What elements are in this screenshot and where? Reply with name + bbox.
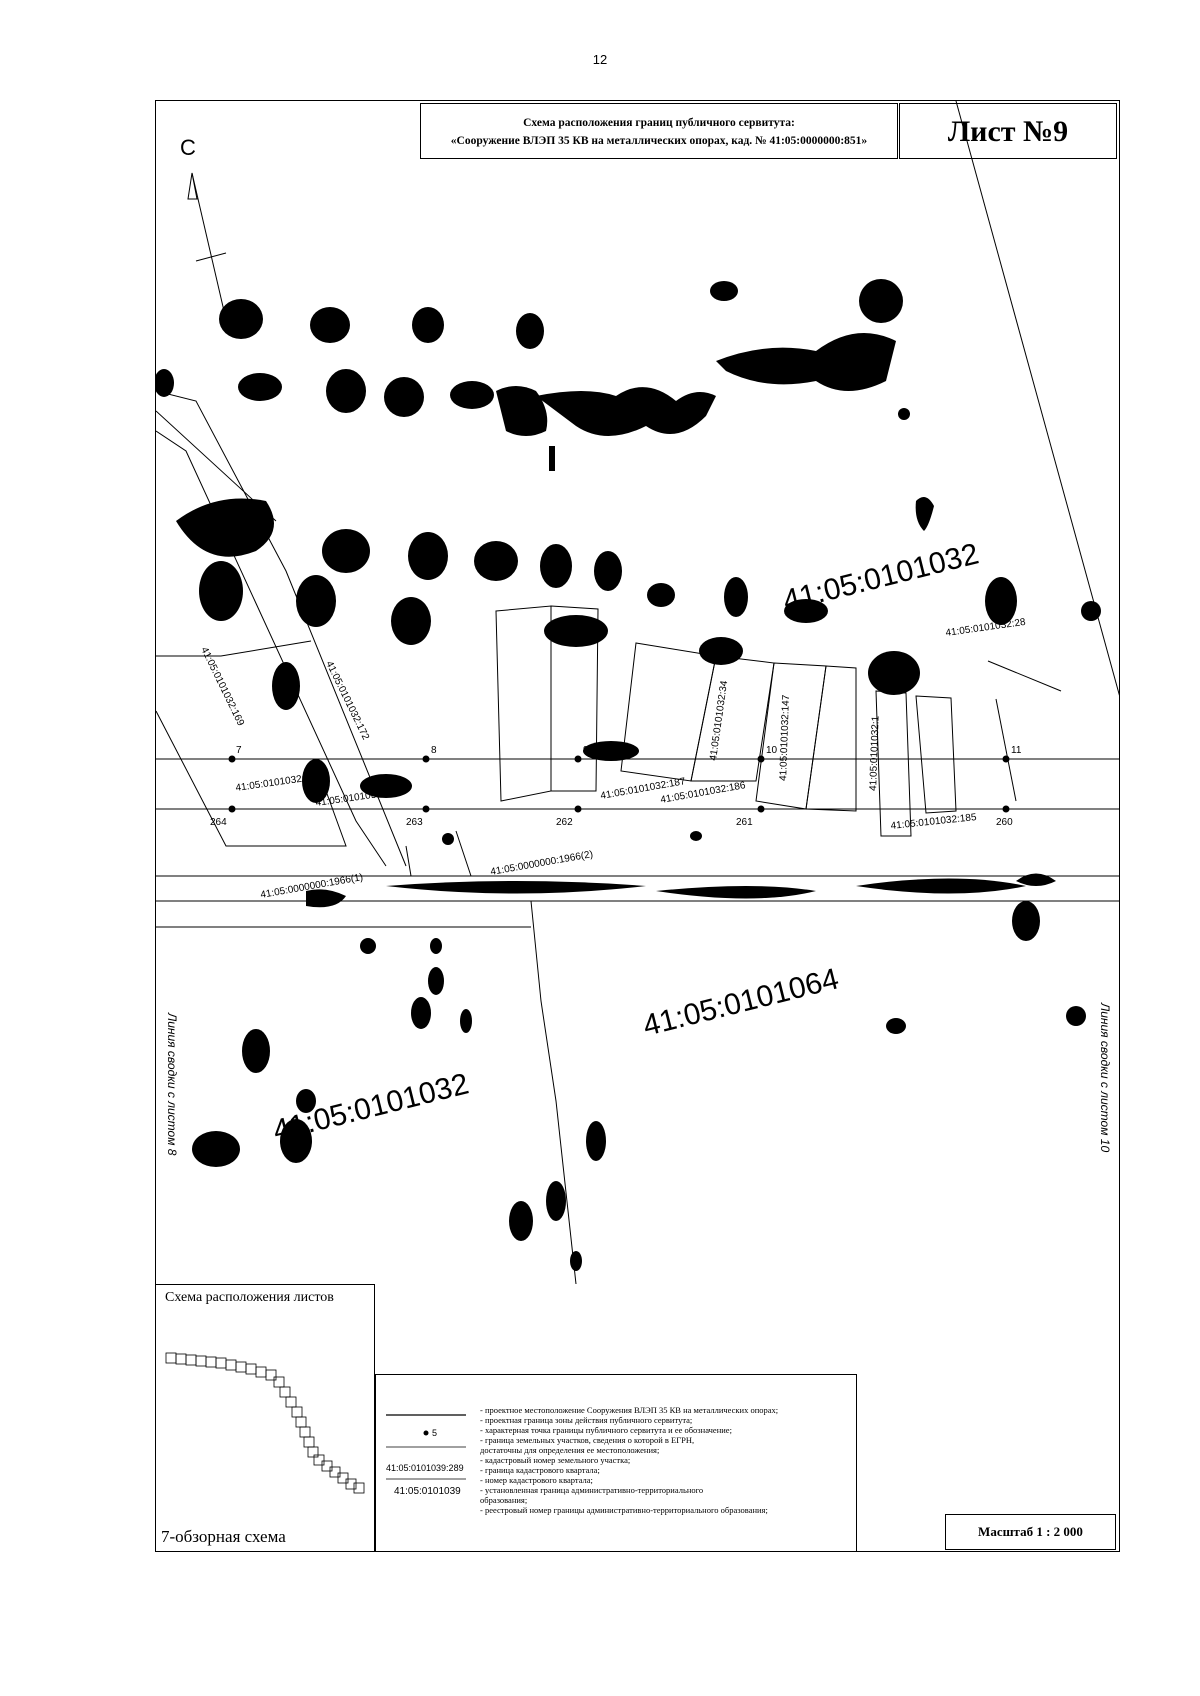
legend-point-label: 5 [432,1428,437,1438]
parcel-label: 41:05:0101032:28 [945,617,1027,639]
legend-item: - установленная граница административно-… [480,1485,704,1495]
point-label: 8 [431,745,437,756]
point-label: 262 [556,817,573,828]
overview-subtitle: 7-обзорная схема [161,1527,286,1546]
overview-title: Схема расположения листов [165,1290,334,1305]
overview-map [165,1352,365,1494]
north-label: С [180,135,196,160]
quarter-label: 41:05:0101032 [270,1067,472,1147]
legend-item: - реестровый номер границы административ… [480,1505,768,1515]
legend-item: - характерная точка границы публичного с… [480,1425,732,1435]
legend-parcel-sample: 41:05:0101039:289 [386,1463,464,1473]
scale-label: Масштаб 1 : 2 000 [945,1514,1116,1550]
parcel-label: 41:05:0101032:172 [323,659,371,742]
point-label: 11 [1011,745,1022,756]
title-box: Схема расположения границ публичного сер… [420,103,898,159]
parcel-boundaries [156,101,1119,1285]
point-label: 7 [236,745,242,756]
link-left-label: Линия сводки с листом 8 [165,1012,179,1156]
quarter-label: 41:05:0101032 [780,537,982,617]
vegetation-blobs [156,279,1101,1271]
parcel-label: 41:05:0101032:147 [778,694,792,781]
legend-point-symbol [423,1430,429,1436]
point-label: 9 [583,745,589,756]
page-number: 12 [592,52,608,67]
legend-item: - проектное местоположение Сооружения ВЛ… [480,1405,779,1415]
legend-item: - граница кадастрового квартала; [480,1465,600,1475]
parcel-label: 41:05:0101032:185 [890,812,977,832]
parcel-label: 41:05:0101032:1 [868,715,882,791]
legend-item: - проектная граница зоны действия публич… [480,1415,693,1425]
legend-item: - граница земельных участков, сведения о… [480,1435,695,1445]
title-line-2: «Сооружение ВЛЭП 35 КВ на металлических … [450,135,868,147]
point-label: 10 [766,745,778,756]
quarter-labels: 41:05:0101032 41:05:0101064 41:05:010103… [270,537,982,1147]
overview-panel: Схема расположения листов [156,1284,375,1551]
legend-item: образования; [480,1495,528,1505]
parcel-label: 41:05:0101032:34 [708,680,730,762]
overview-sheets [165,1352,365,1494]
map-canvas: 7 8 9 10 11 264 263 262 261 260 41:05:01… [156,101,1119,1285]
legend-item: - номер кадастрового квартала; [480,1475,593,1485]
point-label: 264 [210,817,227,828]
point-label: 260 [996,817,1013,828]
point-labels: 7 8 9 10 11 264 263 262 261 260 [210,745,1022,828]
legend-item: достаточны для определения ее местополож… [480,1445,660,1455]
parcel-label: 41:05:0101032:169 [198,645,246,728]
parcel-label: 41:05:0000000:1966(2) [490,849,594,878]
map-sheet: Схема расположения границ публичного сер… [155,100,1120,1552]
boundary-points [228,755,1010,813]
north-arrow-icon [187,172,227,312]
legend-panel: 5 41:05:0101039:289 41:05:0101039 - прое… [375,1374,857,1551]
legend-symbols: 5 41:05:0101039:289 41:05:0101039 [386,1414,466,1497]
link-labels: Линия сводки с листом 8 Линия сводки с л… [165,1002,1112,1156]
point-label: 263 [406,817,423,828]
link-right-label: Линия сводки с листом 10 [1098,1002,1112,1152]
legend-item: - кадастровый номер земельного участка; [480,1455,631,1465]
quarter-label: 41:05:0101064 [640,962,842,1042]
point-label: 261 [736,817,753,828]
legend-quarter-sample: 41:05:0101039 [394,1486,461,1497]
title-line-1: Схема расположения границ публичного сер… [523,117,795,129]
